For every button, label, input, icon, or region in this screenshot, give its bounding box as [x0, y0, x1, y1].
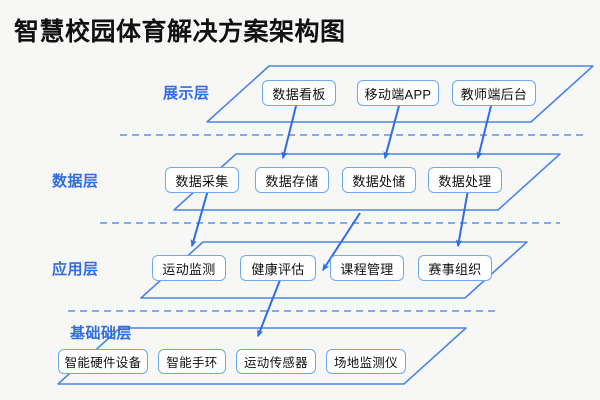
- node-foundation-3[interactable]: 运动传感器: [236, 349, 316, 374]
- node-application-1[interactable]: 运动监测: [152, 255, 226, 281]
- node-data-1[interactable]: 数据采集: [165, 167, 239, 193]
- node-data-4[interactable]: 数据处理: [428, 167, 502, 193]
- connector-arrow: [281, 101, 298, 160]
- node-presentation-2[interactable]: 移动端APP: [357, 80, 439, 106]
- layer-shape-presentation: [206, 65, 594, 123]
- connector-arrow: [476, 101, 493, 160]
- connector-arrow: [455, 189, 469, 248]
- node-data-2[interactable]: 数据存储: [255, 167, 329, 193]
- node-foundation-4[interactable]: 场地监测仪: [326, 349, 406, 374]
- node-presentation-1[interactable]: 数据看板: [262, 80, 336, 106]
- layer-label-data: 数据层: [52, 173, 99, 190]
- node-application-3[interactable]: 课程管理: [330, 255, 404, 281]
- node-application-2[interactable]: 健康评估: [240, 255, 316, 281]
- connector-arrow: [257, 279, 281, 338]
- connector-arrow: [322, 212, 361, 272]
- page-title: 智慧校园体育解决方案架构图: [14, 18, 346, 46]
- connector-arrow: [383, 101, 401, 160]
- layer-label-foundation: 基础础层: [70, 325, 133, 342]
- connector-arrow: [190, 189, 209, 248]
- node-foundation-1[interactable]: 智能硬件设备: [58, 349, 148, 374]
- node-foundation-2[interactable]: 智能手环: [158, 349, 226, 374]
- layer-label-application: 应用层: [52, 261, 99, 278]
- node-application-4[interactable]: 赛事组织: [418, 255, 492, 281]
- node-presentation-3[interactable]: 教师端后台: [452, 80, 536, 106]
- layer-label-presentation: 展示层: [163, 85, 210, 102]
- node-data-3[interactable]: 数据处储: [342, 167, 416, 193]
